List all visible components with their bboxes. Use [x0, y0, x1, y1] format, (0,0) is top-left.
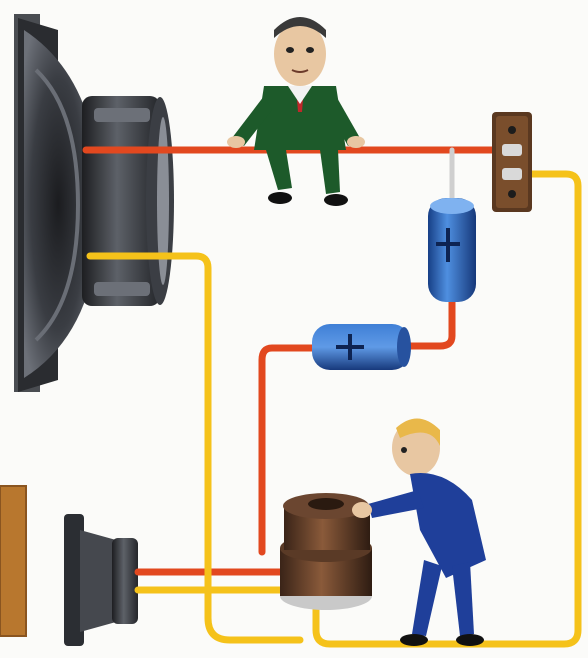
- capacitor-icon: [428, 198, 476, 302]
- yellow-wire-terminal: [312, 170, 582, 648]
- terminal-block-icon: [492, 112, 532, 212]
- red-wire-cap-link: [404, 296, 456, 350]
- woofer-speaker-icon: [14, 14, 174, 392]
- cabinet-wood-icon: [0, 485, 27, 637]
- capacitor-icon: [312, 324, 411, 370]
- inductor-coil-icon: [280, 493, 372, 610]
- tweeter-speaker-icon: [64, 514, 138, 646]
- red-wire-to-inductor: [258, 344, 318, 556]
- man-sitting-icon: [227, 17, 365, 206]
- wiring: [82, 146, 582, 648]
- yellow-wire-woofer: [86, 252, 304, 644]
- man-adjusting-icon: [352, 418, 486, 646]
